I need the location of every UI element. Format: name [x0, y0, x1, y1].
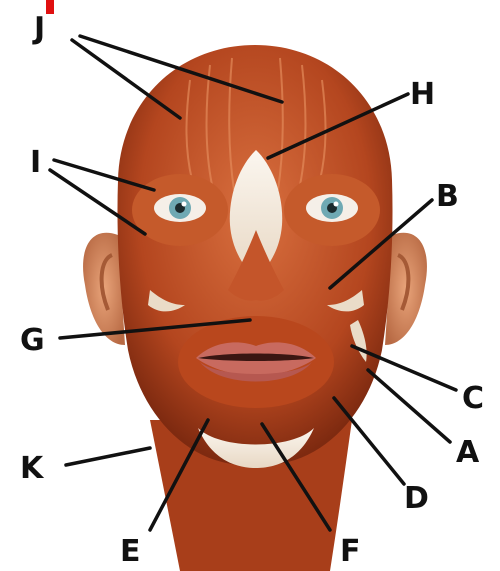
corner-mark	[46, 0, 54, 14]
label-f: F	[340, 534, 361, 569]
label-i: I	[30, 145, 41, 180]
label-a: A	[456, 435, 480, 470]
label-b: B	[436, 179, 459, 214]
label-h: H	[410, 77, 435, 112]
label-k: K	[20, 451, 45, 486]
label-d: D	[404, 481, 429, 516]
label-c: C	[462, 381, 484, 416]
left-eye	[154, 194, 206, 222]
label-g: G	[20, 323, 45, 358]
leader-k	[66, 448, 150, 465]
label-j: J	[32, 11, 45, 46]
right-eye	[306, 194, 358, 222]
label-e: E	[120, 534, 141, 569]
